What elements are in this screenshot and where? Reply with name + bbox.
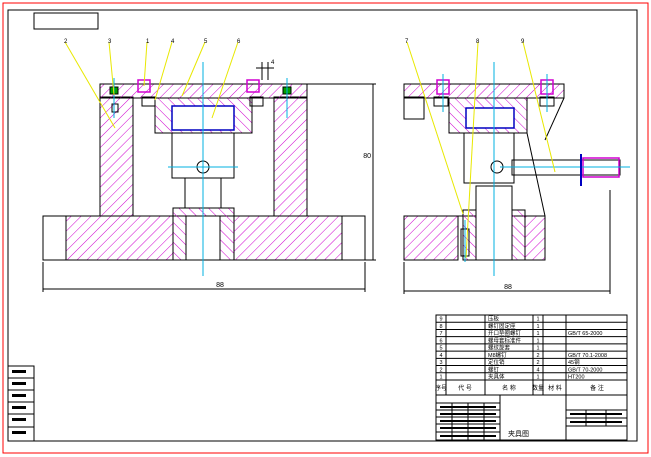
revision-strip (7, 365, 35, 442)
bom-row-qty: 2 (536, 360, 539, 366)
bom-row-index: 5 (439, 346, 442, 352)
side-balloons: 7 8 9 (405, 39, 556, 259)
bom-row-qty: 2 (536, 353, 539, 359)
bom-row-name: 开口垫圈螺钉 (488, 329, 522, 337)
bom-row-index: 8 (439, 324, 442, 330)
bom-row-index: 9 (439, 317, 442, 323)
side-dim-width: 88 (504, 284, 512, 291)
front-dim-height: 80 (363, 153, 371, 160)
bom-header-material: 材 料 (548, 384, 562, 392)
bom-row-note: GB/T 70.1-2008 (568, 353, 607, 359)
bom-row-note: 45钢 (568, 358, 580, 366)
side-view: 88 (403, 62, 630, 294)
bom-row-note: HT200 (568, 375, 585, 381)
front-base-right (233, 215, 343, 261)
bom-row-index: 4 (439, 353, 442, 359)
bom-row-index: 6 (439, 338, 442, 344)
side-base-right (524, 215, 546, 261)
bom-row-index: 2 (439, 367, 442, 373)
front-screw-right (246, 79, 260, 93)
front-clamp-nut-left (141, 96, 156, 107)
bom-header-note: 备 注 (590, 384, 604, 392)
bom-row-index: 1 (439, 375, 442, 381)
balloon-side-9: 9 (521, 39, 525, 45)
bom-row-name: 螺钉 (488, 365, 500, 373)
bom-header-index: 序号 (435, 384, 447, 392)
side-base-left (403, 215, 459, 261)
bom-row-name: 定位销 (488, 358, 505, 366)
inner-border (7, 9, 638, 442)
balloon-side-8: 8 (476, 39, 480, 45)
bom-row-note: GB/T 70-2000 (568, 367, 602, 373)
bom-row-qty: 1 (536, 324, 539, 330)
front-view: 88 80 4 (42, 60, 376, 292)
balloon-front-3: 1 (146, 39, 150, 45)
side-support-arm-2 (544, 97, 565, 141)
side-clamp-insert (465, 107, 515, 129)
bom-row-qty: 1 (536, 338, 539, 344)
bom-row-qty: 1 (536, 331, 539, 337)
balloon-front-6: 6 (237, 39, 241, 45)
title-box (33, 12, 99, 30)
bom-row-qty: 1 (536, 317, 539, 323)
side-top-plate (403, 83, 565, 99)
front-base-flange-right (341, 215, 366, 261)
side-clamp-nut-left (433, 96, 449, 107)
balloon-front-4: 4 (171, 39, 175, 45)
front-dim-slot: 4 (271, 60, 275, 66)
bom-row-index: 7 (439, 331, 442, 337)
bom-row-name: 螺纹旋套 (488, 344, 511, 352)
bom-row-qty: 1 (536, 346, 539, 352)
balloon-side-7: 7 (405, 39, 409, 45)
title-block-drawing-name: 夹具图 (508, 429, 529, 438)
bom-row-note: GB/T 65-2000 (568, 331, 602, 337)
front-dim-width: 88 (216, 282, 224, 289)
bom-row-name: 夹具体 (488, 373, 505, 381)
front-balloons: 2 3 1 4 5 6 (64, 39, 241, 129)
balloon-front-2: 3 (108, 39, 112, 45)
front-column-left (99, 96, 134, 217)
bom-row-qty: 4 (536, 367, 539, 373)
front-clamp-nut-right (249, 96, 264, 107)
bom-header-code: 代 号 (458, 384, 472, 392)
balloon-front-1: 2 (64, 39, 68, 45)
front-small-screw (111, 103, 119, 113)
front-base-flange-left (42, 215, 67, 261)
bom-row-qty: 1 (536, 375, 539, 381)
bom-header-qty: 数量 (532, 384, 544, 392)
front-base-left (65, 215, 174, 261)
balloon-front-5: 5 (204, 39, 208, 45)
bom-row-name: M8螺钉 (488, 351, 507, 359)
title-block: 夹具图 (435, 394, 628, 441)
bom-row-index: 3 (439, 360, 442, 366)
front-column-right (273, 96, 308, 217)
side-column (403, 96, 425, 120)
bom-row-name: 螺母套标准件 (488, 336, 522, 344)
bom-row-name: 压板 (488, 315, 500, 323)
bom-header-name: 名 称 (502, 384, 516, 392)
bom-row-name: 螺钉固定座 (488, 322, 516, 330)
